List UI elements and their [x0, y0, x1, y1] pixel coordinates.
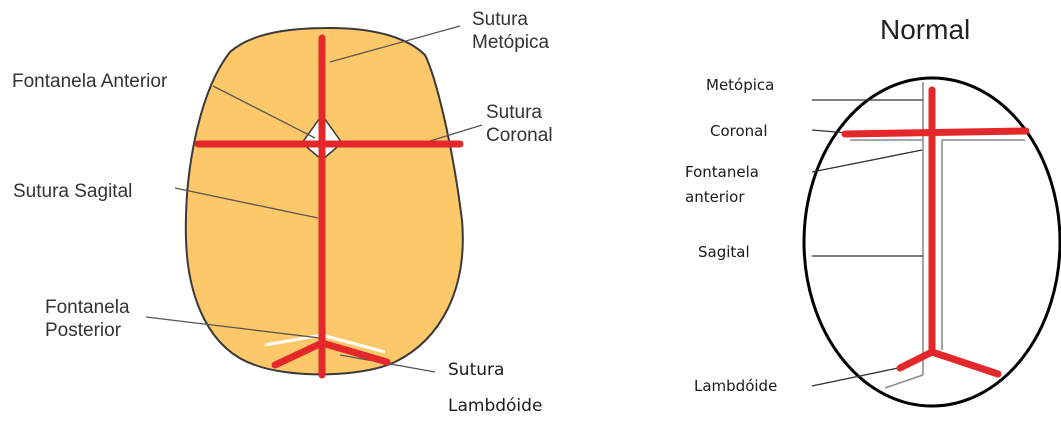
- right-label-sagital: Sagital: [698, 240, 750, 265]
- right-label-coronal: Coronal: [710, 119, 768, 144]
- left-skull-diagram: [0, 0, 600, 412]
- left-label-sagital: Sutura Sagital: [13, 180, 132, 203]
- right-label-metopica: Metópica: [706, 73, 774, 98]
- right-label-lambdoide: Lambdóide: [694, 374, 777, 399]
- right-coronal-suture: [845, 131, 1026, 134]
- left-label-fontanela-anterior: Fontanela Anterior: [12, 70, 167, 93]
